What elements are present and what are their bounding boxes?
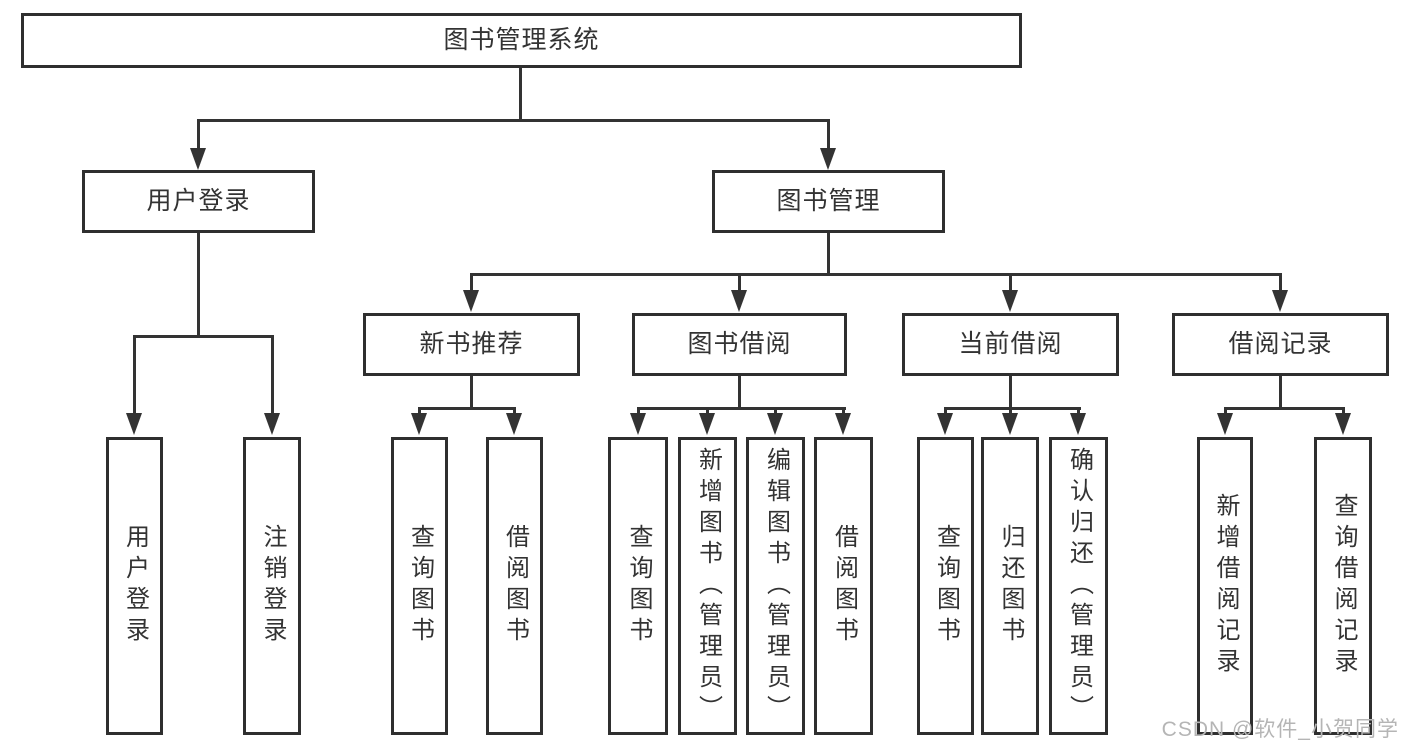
node-current-borrowing: 当前借阅 [902, 313, 1119, 376]
arrow-to-leaf-borrow-books-borrowing [835, 407, 851, 435]
node-label: 查询图书 [406, 524, 434, 648]
connector-borrowing-stub [738, 376, 741, 407]
connector-current-hline [944, 407, 1081, 410]
leaf-query-books-current: 查询图书 [917, 437, 974, 735]
connector-records-hline [1224, 407, 1345, 410]
connector-current-stub [1009, 376, 1012, 407]
arrow-to-leaf-user-login [126, 335, 142, 435]
arrow-to-book-management [820, 119, 836, 170]
connector-borrowing-hline [637, 407, 846, 410]
node-label: 当前借阅 [958, 330, 1063, 358]
connector-level2-hline [470, 273, 1282, 276]
arrow-to-leaf-add-borrow-record [1217, 407, 1233, 435]
connector-root-stub [519, 68, 522, 119]
node-label: 借阅记录 [1228, 330, 1333, 358]
node-label: 图书管理 [776, 187, 881, 215]
node-label: 新增借阅记录 [1212, 493, 1239, 679]
arrow-to-current-borrowing [1002, 273, 1018, 312]
arrow-to-leaf-query-books-current [937, 407, 953, 435]
connector-records-stub [1279, 376, 1282, 407]
node-label: 归还图书 [997, 524, 1024, 648]
connector-recommend-hline [418, 407, 516, 410]
arrow-to-leaf-query-books-borrowing [630, 407, 646, 435]
node-label: 借阅图书 [830, 524, 858, 648]
arrow-to-leaf-confirm-return-admin [1070, 407, 1086, 435]
leaf-add-books-admin: 新增图书（管理员） [678, 437, 737, 735]
node-label: 确认归还（管理员） [1065, 446, 1093, 726]
node-label: 查询图书 [932, 524, 960, 648]
node-library-management-system: 图书管理系统 [21, 13, 1022, 68]
node-label: 新增图书（管理员） [694, 446, 722, 726]
leaf-return-books: 归还图书 [981, 437, 1039, 735]
arrow-to-leaf-query-books-recommend [411, 407, 427, 435]
arrow-to-user-login [190, 119, 206, 170]
connector-level1-hline [197, 119, 830, 122]
arrow-to-book-borrowing [731, 273, 747, 312]
connector-user-login-hline [133, 335, 274, 338]
leaf-user-login: 用户登录 [106, 437, 163, 735]
node-label: 用户登录 [146, 187, 251, 215]
node-label: 用户登录 [121, 524, 149, 648]
arrow-to-leaf-borrow-books-recommend [506, 407, 522, 435]
arrow-to-leaf-add-books-admin [699, 407, 715, 435]
connector-recommend-stub [470, 376, 473, 407]
node-book-management: 图书管理 [712, 170, 945, 233]
arrow-to-borrowing-records [1272, 273, 1288, 312]
leaf-query-borrow-record: 查询借阅记录 [1314, 437, 1372, 735]
leaf-add-borrow-record: 新增借阅记录 [1197, 437, 1253, 735]
node-borrowing-records: 借阅记录 [1172, 313, 1389, 376]
node-label: 借阅图书 [501, 524, 529, 648]
node-label: 查询图书 [625, 524, 652, 648]
leaf-query-books-borrowing: 查询图书 [608, 437, 668, 735]
node-book-borrowing: 图书借阅 [632, 313, 847, 376]
leaf-logout: 注销登录 [243, 437, 301, 735]
arrow-to-leaf-edit-books-admin [767, 407, 783, 435]
node-label: 新书推荐 [419, 330, 524, 358]
leaf-edit-books-admin: 编辑图书（管理员） [746, 437, 805, 735]
node-user-login: 用户登录 [82, 170, 315, 233]
leaf-query-books-recommend: 查询图书 [391, 437, 448, 735]
arrow-to-leaf-logout [264, 335, 280, 435]
node-label: 注销登录 [259, 524, 286, 648]
arrow-to-new-book-recommendation [463, 273, 479, 312]
leaf-borrow-books-recommend: 借阅图书 [486, 437, 543, 735]
leaf-borrow-books-borrowing: 借阅图书 [814, 437, 873, 735]
csdn-watermark: CSDN @软件_小贺同学 [1161, 718, 1399, 741]
node-label: 查询借阅记录 [1330, 493, 1357, 679]
connector-user-login-stub [197, 233, 200, 335]
node-label: 编辑图书（管理员） [762, 446, 790, 726]
node-label: 图书管理系统 [443, 26, 600, 54]
arrow-to-leaf-query-borrow-record [1335, 407, 1351, 435]
arrow-to-leaf-return-books [1002, 407, 1018, 435]
leaf-confirm-return-admin: 确认归还（管理员） [1049, 437, 1108, 735]
node-label: 图书借阅 [687, 330, 792, 358]
connector-book-management-stub [827, 233, 830, 273]
node-new-book-recommendation: 新书推荐 [363, 313, 580, 376]
